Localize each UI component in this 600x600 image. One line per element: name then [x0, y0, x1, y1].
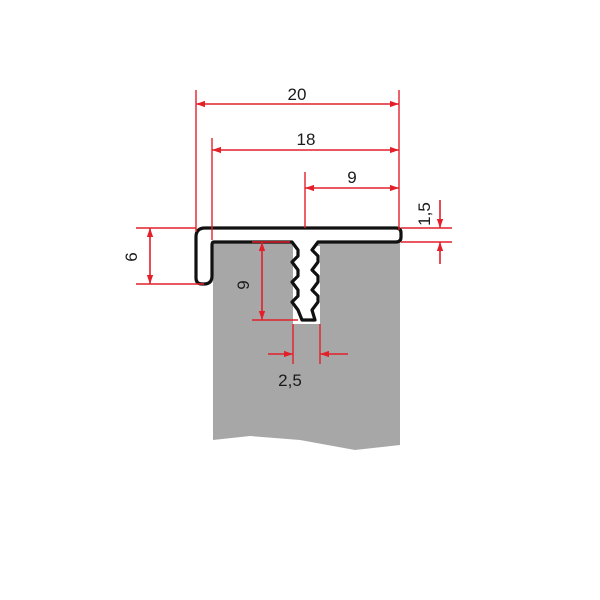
- label-inner-width: 18: [297, 130, 316, 149]
- label-top-thickness: 1,5: [415, 202, 434, 226]
- label-overall-width: 20: [288, 85, 307, 104]
- label-tongue-width: 2,5: [278, 371, 302, 390]
- label-tongue-depth: 9: [234, 280, 253, 289]
- label-tongue-offset: 9: [347, 168, 356, 187]
- label-edge-height: 6: [122, 252, 141, 261]
